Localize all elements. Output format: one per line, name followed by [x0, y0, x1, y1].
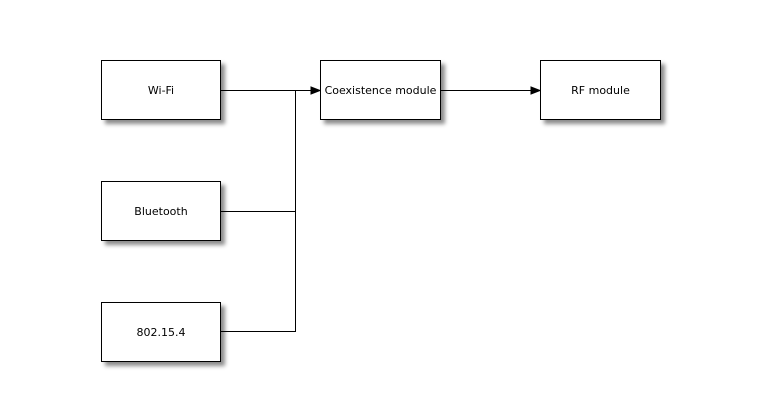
node-bluetooth-label: Bluetooth [134, 204, 188, 218]
node-coexistence-module-label: Coexistence module [324, 83, 437, 97]
node-wifi-label: Wi-Fi [147, 83, 175, 97]
node-bluetooth: Bluetooth [101, 181, 221, 241]
arrowhead-into-coexistence-icon [310, 86, 322, 95]
node-wifi: Wi-Fi [101, 60, 221, 120]
node-802-15-4-label: 802.15.4 [136, 325, 186, 339]
arrowhead-into-rf-icon [530, 86, 542, 95]
node-802-15-4: 802.15.4 [101, 302, 221, 362]
node-coexistence-module: Coexistence module [320, 60, 441, 120]
node-rf-module: RF module [540, 60, 661, 120]
node-rf-module-label: RF module [571, 83, 630, 97]
